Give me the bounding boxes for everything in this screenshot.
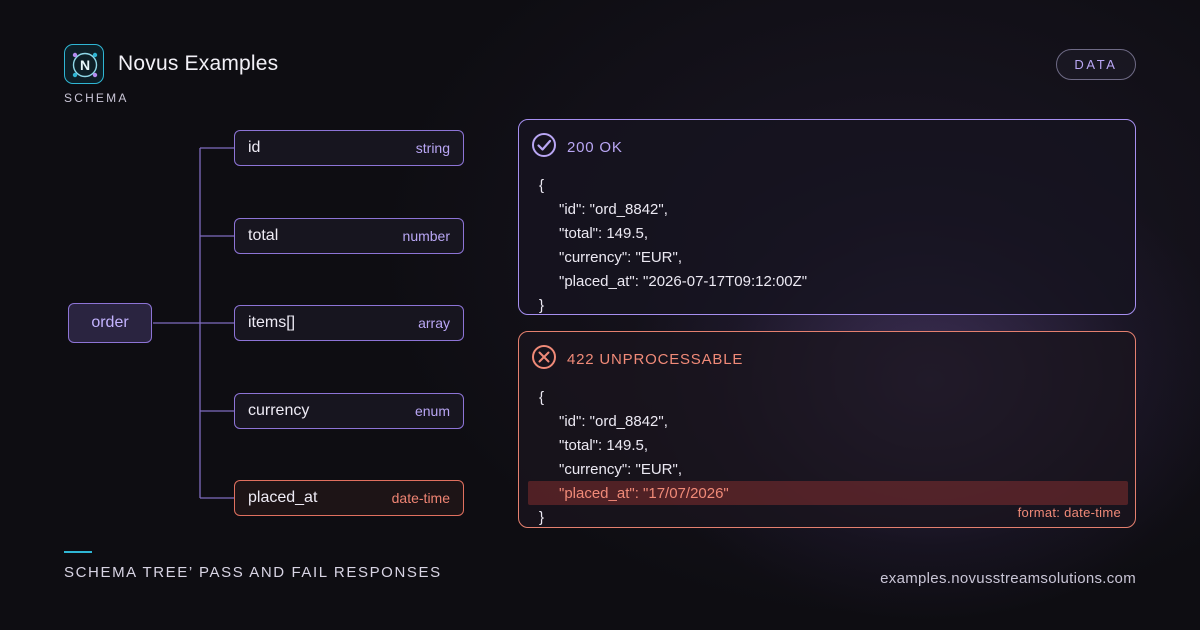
card-header: 422 UNPROCESSABLE bbox=[531, 344, 743, 375]
schema-field-total[interactable]: total number bbox=[234, 218, 464, 254]
section-label: SCHEMA bbox=[64, 91, 129, 105]
code-line: { bbox=[539, 389, 545, 406]
card-header: 200 OK bbox=[531, 132, 623, 163]
field-type: date-time bbox=[391, 490, 450, 506]
field-type: array bbox=[418, 315, 450, 331]
code-line: "currency": "EUR", bbox=[559, 461, 682, 478]
novus-logo-icon: N bbox=[64, 44, 104, 84]
check-circle-icon bbox=[531, 132, 557, 163]
response-card-fail: 422 UNPROCESSABLE { "id": "ord_8842", "t… bbox=[518, 331, 1136, 528]
schema-field-placed-at[interactable]: placed_at date-time bbox=[234, 480, 464, 516]
field-name: placed_at bbox=[248, 489, 318, 506]
code-line: } bbox=[539, 297, 545, 314]
field-name: currency bbox=[248, 402, 310, 419]
tree-connectors bbox=[153, 147, 234, 499]
field-type: number bbox=[402, 228, 450, 244]
brand: N Novus Examples bbox=[64, 44, 278, 84]
data-badge: DATA bbox=[1056, 49, 1136, 80]
x-circle-icon bbox=[531, 344, 557, 375]
code-line: "placed_at": "2026-07-17T09:12:00Z" bbox=[559, 273, 808, 290]
status-text: 200 OK bbox=[567, 139, 623, 156]
response-card-ok: 200 OK { "id": "ord_8842", "total": 149.… bbox=[518, 119, 1136, 315]
code-line: } bbox=[539, 509, 545, 526]
format-note: format: date-time bbox=[1017, 505, 1121, 520]
status-text: 422 UNPROCESSABLE bbox=[567, 351, 744, 368]
field-name: items[] bbox=[248, 314, 296, 331]
code-line: "total": 149.5, bbox=[559, 437, 649, 454]
code-line-error: "placed_at": "17/07/2026" bbox=[559, 485, 729, 502]
json-body: { "id": "ord_8842", "total": 149.5, "cur… bbox=[539, 174, 807, 318]
field-name: id bbox=[248, 139, 261, 156]
schema-field-currency[interactable]: currency enum bbox=[234, 393, 464, 429]
accent-bar bbox=[64, 551, 92, 553]
logo-letter: N bbox=[80, 57, 90, 73]
code-line: { bbox=[539, 177, 545, 194]
brand-name: Novus Examples bbox=[118, 52, 279, 75]
code-line: "total": 149.5, bbox=[559, 225, 649, 242]
json-body: { "id": "ord_8842", "total": 149.5, "cur… bbox=[539, 386, 729, 530]
field-type: string bbox=[415, 140, 450, 156]
code-line: "id": "ord_8842", bbox=[559, 413, 668, 430]
field-name: total bbox=[248, 227, 279, 244]
code-line: "currency": "EUR", bbox=[559, 249, 682, 266]
code-line: "id": "ord_8842", bbox=[559, 201, 668, 218]
root-node-order[interactable]: order bbox=[68, 303, 152, 343]
footer-caption: SCHEMA TREE’ PASS AND FAIL RESPONSES bbox=[64, 564, 442, 581]
field-type: enum bbox=[414, 403, 450, 419]
footer-url[interactable]: examples.novusstreamsolutions.com bbox=[880, 570, 1136, 587]
schema-field-id[interactable]: id string bbox=[234, 130, 464, 166]
schema-field-items[interactable]: items[] array bbox=[234, 305, 464, 341]
error-line-highlight bbox=[528, 481, 1128, 505]
